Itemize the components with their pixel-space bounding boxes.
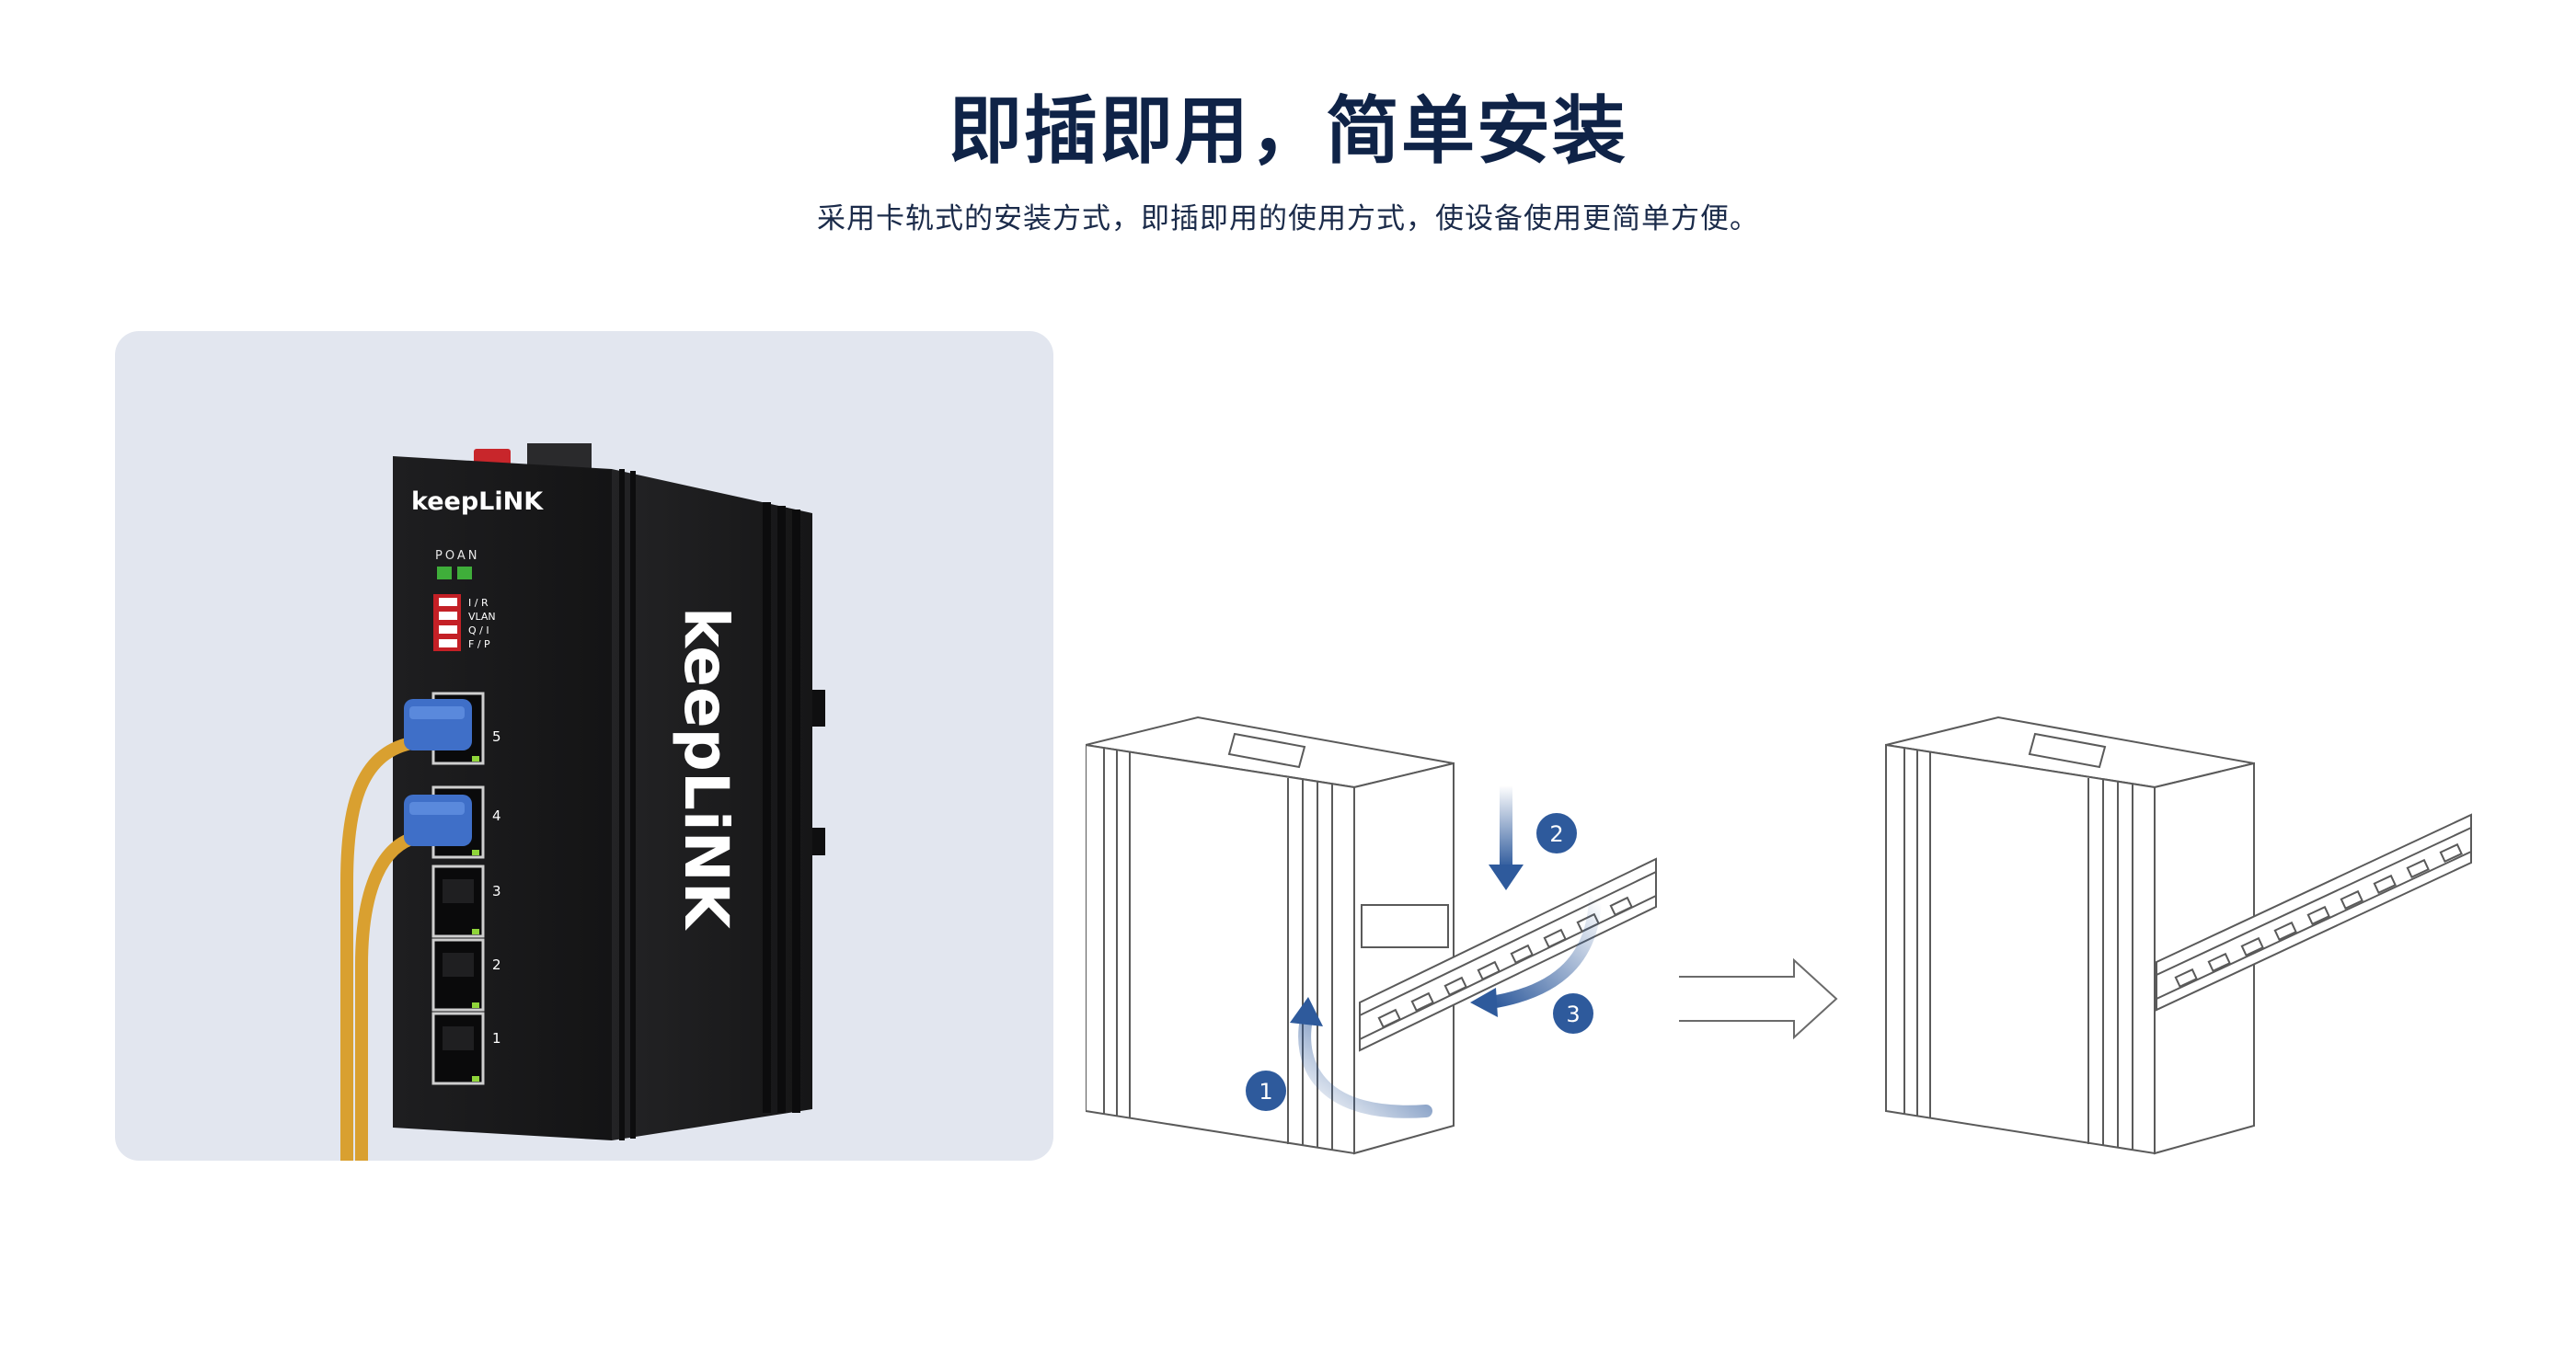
rj45-port-3 (431, 865, 485, 938)
din-rail-installation-diagram: 1 2 3 (1086, 716, 2472, 1155)
led-label: POAN (435, 549, 479, 563)
led-indicator (437, 567, 452, 579)
dip-label: VLAN (468, 611, 496, 623)
port-number: 4 (492, 807, 501, 824)
step-arrow-2 (1500, 785, 1512, 868)
din-rail (2156, 813, 2472, 1012)
rj45-connector (404, 699, 472, 750)
ethernet-cable (355, 832, 418, 1161)
port-number: 3 (492, 883, 501, 899)
page-subtitle: 采用卡轨式的安装方式，即插即用的使用方式，使设备使用更简单方便。 (817, 202, 1759, 235)
rj45-port-2 (431, 938, 485, 1012)
rj45-port-1 (431, 1012, 485, 1085)
dip-switch-block (433, 594, 461, 651)
arrow-head-left-icon (1470, 988, 1498, 1017)
step-arrow-3 (1484, 891, 1602, 1009)
led-indicator (457, 567, 472, 579)
dip-label: I / R (468, 597, 489, 609)
page-title: 即插即用，简单安装 (949, 88, 1627, 174)
ethernet-cable (340, 737, 418, 1161)
product-photo-card: keepLiNK POAN I / R VLAN Q / I F / P (115, 331, 1053, 1161)
port-number: 1 (492, 1030, 501, 1047)
device-outline-mounted (1885, 716, 2255, 1155)
arrow-head-up-icon (1290, 997, 1323, 1026)
step-arrow-1 (1298, 1013, 1432, 1118)
step-badge-2 (1536, 813, 1577, 853)
port-number: 5 (492, 728, 501, 745)
arrow-head-down-icon (1489, 865, 1524, 890)
rj45-connector (404, 795, 472, 846)
step-badge-3 (1553, 993, 1593, 1034)
side-brand-logo: keepLiNK (671, 607, 742, 932)
step-badge-1 (1246, 1071, 1286, 1111)
port-number: 2 (492, 956, 501, 973)
step-number: 3 (1566, 1002, 1580, 1027)
step-number: 2 (1549, 821, 1563, 847)
dip-label: Q / I (468, 624, 489, 636)
front-brand-logo: keepLiNK (411, 487, 544, 516)
dip-label: F / P (468, 638, 490, 650)
device-side-panel (612, 469, 812, 1140)
device-outline-mounting (1086, 716, 1455, 1155)
switch-illustration: keepLiNK POAN I / R VLAN Q / I F / P (340, 443, 825, 1161)
step-number: 1 (1259, 1079, 1272, 1105)
